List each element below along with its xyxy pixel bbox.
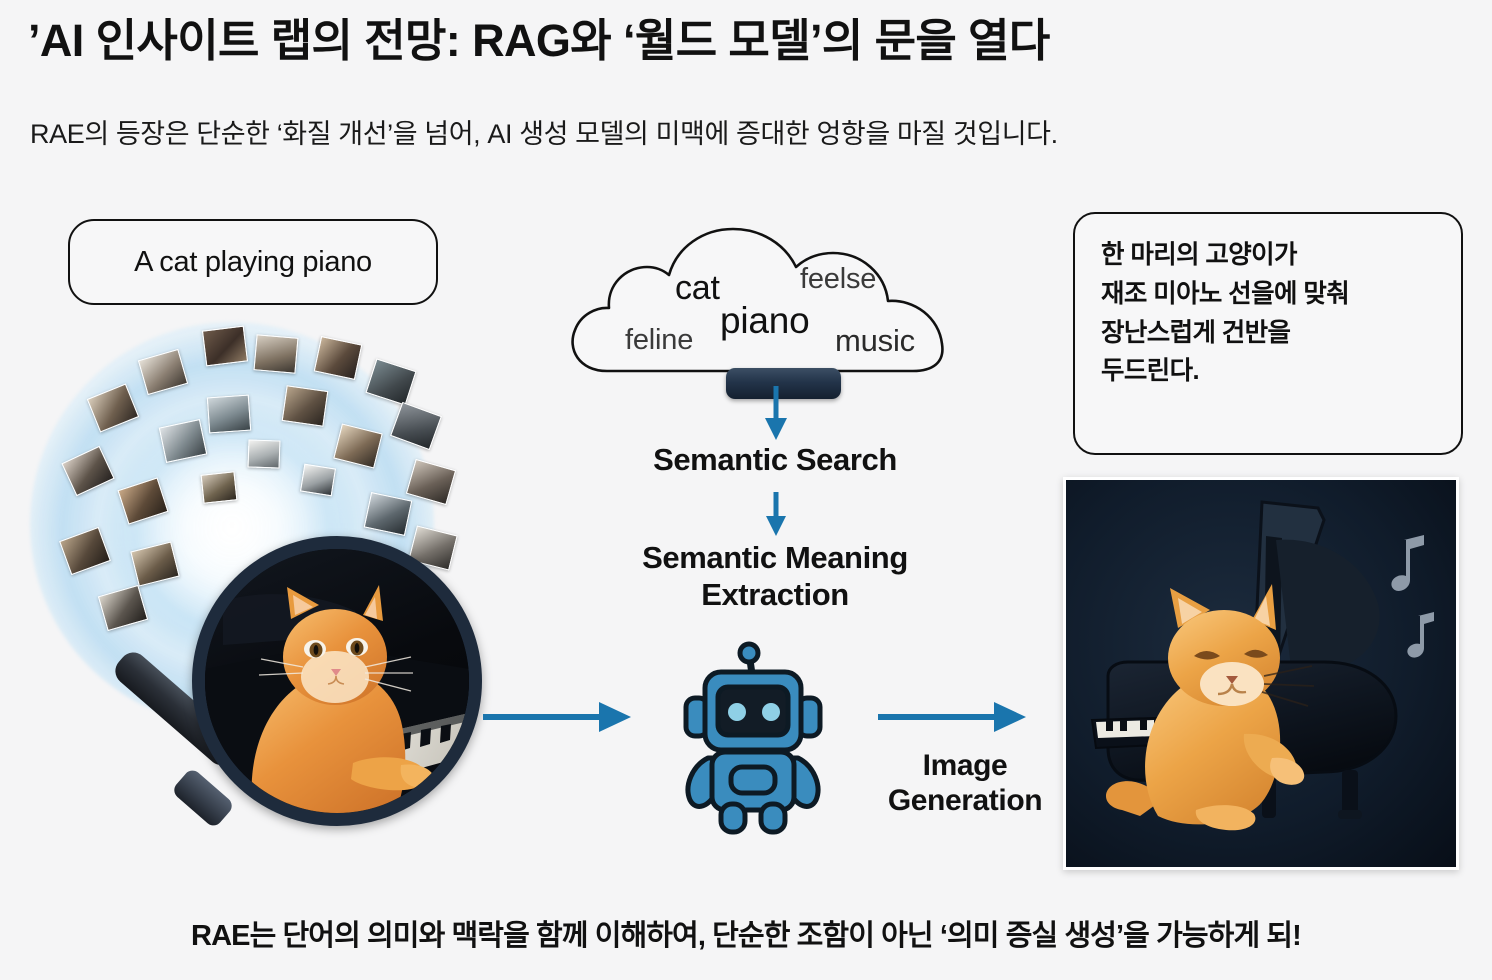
generated-caption-box: 한 마리의 고양이가 재조 미아노 선을에 맞춰 장난스럽게 건반을 두드린다. [1073,212,1463,455]
magnifier-icon [109,536,482,881]
thumbnail [333,423,383,469]
thumbnail [97,584,149,632]
label-sme-line2: Extraction [701,576,849,612]
arrow-down-icon [766,492,786,536]
thumbnail [137,348,189,396]
magnifier-lens [192,536,482,826]
cloud-word-cat: cat [675,269,720,307]
semantic-cloud: cat feelse piano feline music [565,213,985,399]
cloud-word-feelse: feelse [800,263,877,295]
magnified-cat-photo [205,549,469,813]
thumbnail [61,445,115,497]
cloud-word-list: cat feelse piano feline music [565,213,985,388]
footer-caption: RAE는 단어의 의미와 맥락을 함께 이해하여, 단순한 조함이 아닌 ‘의미… [191,920,1302,952]
label-semantic-search: Semantic Search [653,442,897,477]
thumbnail [405,458,457,506]
arrow-right-icon [483,702,631,732]
label-image-gen-line1: Image [922,749,1008,782]
thumbnail [59,526,111,576]
label-sme-line1: Semantic Meaning [642,540,908,575]
label-image-gen-line2: Generation [887,784,1043,818]
caption-line: 두드린다. [1101,357,1200,386]
generated-image [1063,477,1459,870]
robot-icon [683,641,823,835]
thumbnail [200,471,238,504]
thumbnail [158,419,208,463]
thumbnail [206,394,252,434]
thumbnail [363,492,413,536]
thumbnail [86,383,140,433]
caption-line: 한 마리의 고양이가 [1101,241,1297,269]
prompt-chip[interactable]: A cat playing piano [68,219,438,305]
robot-eye-left [728,703,746,721]
cloud-word-music: music [835,323,915,358]
page-title: ’AI 인사이트 랩의 전망: RAG와 ‘월드 모델’의 문을 열다 [28,15,1050,66]
thumbnail [201,325,249,367]
music-note-icon [1391,535,1434,658]
thumbnail [313,336,363,380]
label-semantic-meaning-extraction: Semantic Meaning Extraction [545,540,1005,613]
page-subtitle: RAE의 등장은 단순한 ‘화질 개선’을 넘어, AI 생성 모델의 미맥에 … [30,119,1058,149]
caption-line: 재조 미아노 선을에 맞춰 [1101,279,1350,308]
cloud-word-piano: piano [720,300,810,341]
robot-eye-right [762,703,780,721]
label-image-generation: Image Generation [855,748,1075,819]
database-bar-icon [726,368,841,399]
thumbnail [390,401,442,451]
thumbnail [365,358,417,406]
cloud-word-feline: feline [625,324,694,356]
caption-line: 장난스럽게 건반을 [1101,318,1291,347]
thumbnail [300,463,336,497]
prompt-text: A cat playing piano [134,245,372,278]
arrow-right-icon [878,702,1026,732]
cloud-outline-icon [571,227,944,373]
retrieval-visual [12,318,482,888]
arrow-down-icon [765,386,787,440]
generated-cat-piano-illustration [1066,480,1456,867]
thumbnail [281,385,329,427]
thumbnail [117,477,169,525]
thumbnail [253,334,299,374]
thumbnail [247,439,281,469]
